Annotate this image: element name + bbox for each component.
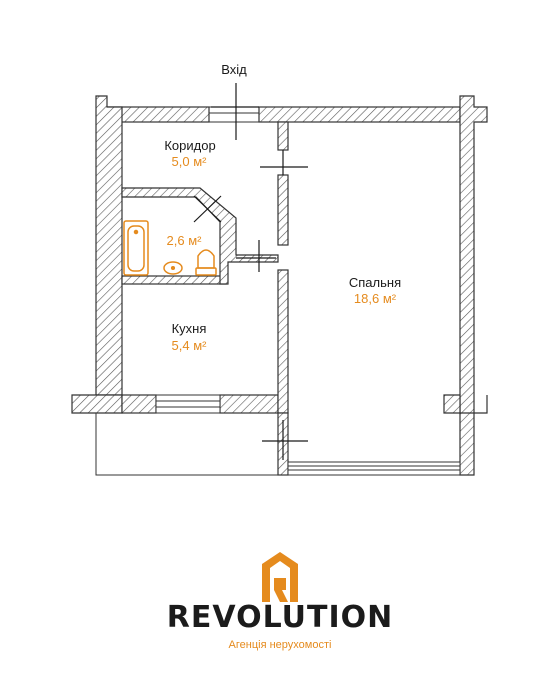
- walls: [71, 95, 488, 476]
- brand-logo-icon: [262, 552, 298, 602]
- toilet-tank-icon: [195, 267, 217, 276]
- bedroom-area: 18,6 м²: [354, 291, 397, 306]
- wall-bottom-right-stub: [443, 394, 488, 414]
- wall-left-stub: [71, 394, 123, 414]
- bedroom-label: Спальня: [349, 275, 401, 290]
- wall-right: [459, 95, 488, 476]
- toilet-bowl-icon: [197, 249, 215, 269]
- wall-partition-vertical-3: [277, 269, 289, 414]
- bathroom-area: 2,6 м²: [167, 233, 203, 248]
- wall-partition-vertical: [277, 121, 289, 151]
- wall-left: [95, 95, 123, 396]
- wall-bottom-left: [121, 394, 157, 414]
- bedroom-window: [287, 461, 461, 476]
- corridor-label: Коридор: [164, 138, 215, 153]
- bathtub-inner-icon: [127, 225, 145, 272]
- brand-name: REVOLUTION: [167, 600, 393, 635]
- wall-partition-vertical-2: [277, 174, 289, 246]
- kitchen-window: [155, 394, 221, 414]
- corridor-area: 5,0 м²: [172, 154, 208, 169]
- bathtub-drain-icon: [133, 229, 139, 235]
- wall-top-right: [258, 106, 461, 123]
- bathtub-icon: [123, 220, 149, 276]
- balcony-outline: [95, 413, 278, 476]
- door-markers: [193, 83, 308, 460]
- brand-tagline: Агенція нерухомості: [229, 639, 332, 651]
- entrance-label: Вхід: [221, 62, 247, 77]
- wall-bottom-middle: [219, 394, 279, 414]
- kitchen-area: 5,4 м²: [172, 338, 208, 353]
- wall-bathroom: [121, 187, 279, 285]
- kitchen-label: Кухня: [172, 321, 207, 336]
- bathroom-fixtures: [123, 220, 217, 276]
- wall-kitchen-top: [121, 275, 227, 285]
- sink-drain-icon: [170, 265, 176, 271]
- sink-icon: [163, 261, 183, 275]
- windows: [95, 106, 461, 476]
